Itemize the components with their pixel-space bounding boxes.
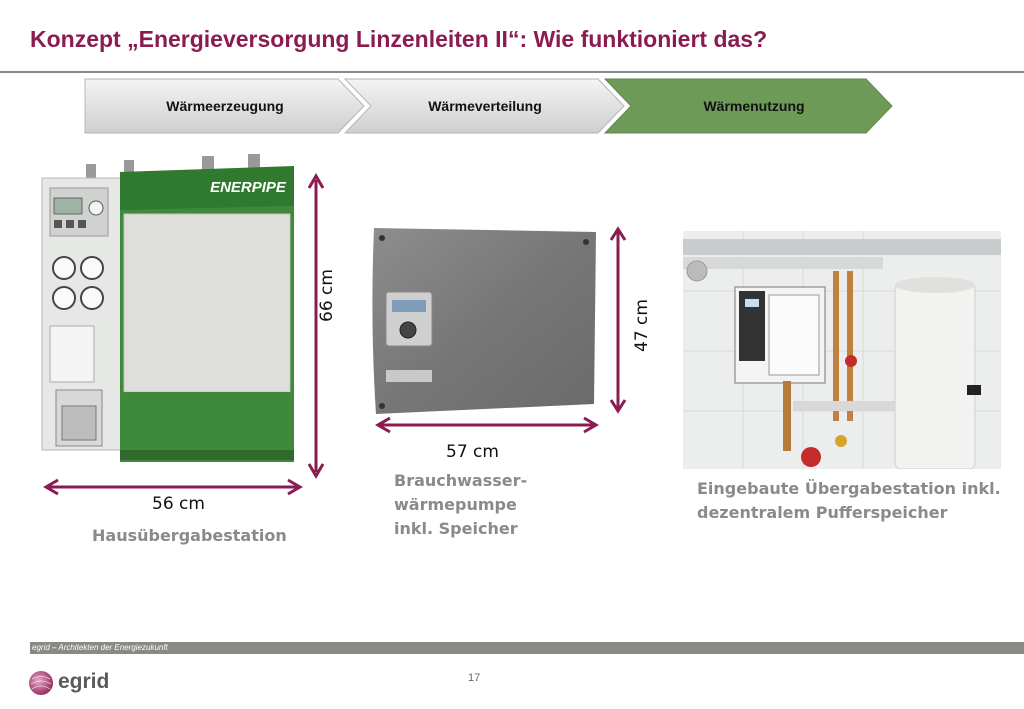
caption-line: Eingebaute Übergabestation inkl.: [697, 479, 1001, 498]
installed-caption: Eingebaute Übergabestation inkl. dezentr…: [697, 477, 1001, 525]
installed-station-photo: [683, 231, 1001, 469]
egrid-logo: egrid: [28, 668, 138, 700]
station-height-arrow: [307, 173, 325, 479]
process-flow: Wärmeerzeugung Wärmeverteilung Wärmenutz…: [84, 78, 904, 136]
process-step-heat-distribution: Wärmeverteilung: [344, 78, 626, 134]
heat-pump-width-label: 57 cm: [446, 442, 499, 462]
station-brand-label: ENERPIPE: [210, 179, 287, 196]
process-step-label: Wärmeverteilung: [428, 98, 542, 114]
process-step-label: Wärmenutzung: [703, 98, 805, 114]
heat-pump-height-arrow: [609, 226, 627, 414]
caption-line: dezentralem Pufferspeicher: [697, 503, 948, 522]
station-caption: Hausübergabestation: [92, 526, 287, 545]
transfer-station-image: ENERPIPE: [41, 154, 294, 462]
egrid-logo-icon: [29, 671, 53, 695]
heat-pump-width-arrow: [375, 416, 599, 434]
station-width-arrow: [43, 478, 303, 496]
process-step-heat-generation: Wärmeerzeugung: [84, 78, 366, 134]
caption-line: Brauchwasser-: [394, 471, 528, 490]
slide-title: Konzept „Energieversorgung Linzenleiten …: [30, 26, 768, 52]
station-height-label: 66 cm: [317, 269, 337, 322]
footer-bar: [30, 642, 1024, 654]
title-divider: [0, 71, 1024, 73]
station-width-label: 56 cm: [152, 494, 205, 514]
heat-pump-image: [372, 228, 596, 414]
heat-pump-height-label: 47 cm: [632, 299, 652, 352]
footer-tagline: egrid – Architekten der Energiezukunft: [32, 643, 168, 652]
caption-line: inkl. Speicher: [394, 519, 518, 538]
process-step-heat-usage: Wärmenutzung: [604, 78, 894, 134]
heat-pump-caption: Brauchwasser- wärmepumpe inkl. Speicher: [394, 469, 527, 541]
caption-line: wärmepumpe: [394, 495, 517, 514]
page-number: 17: [468, 672, 481, 684]
process-step-label: Wärmeerzeugung: [166, 98, 284, 114]
egrid-logo-text: egrid: [58, 670, 110, 693]
